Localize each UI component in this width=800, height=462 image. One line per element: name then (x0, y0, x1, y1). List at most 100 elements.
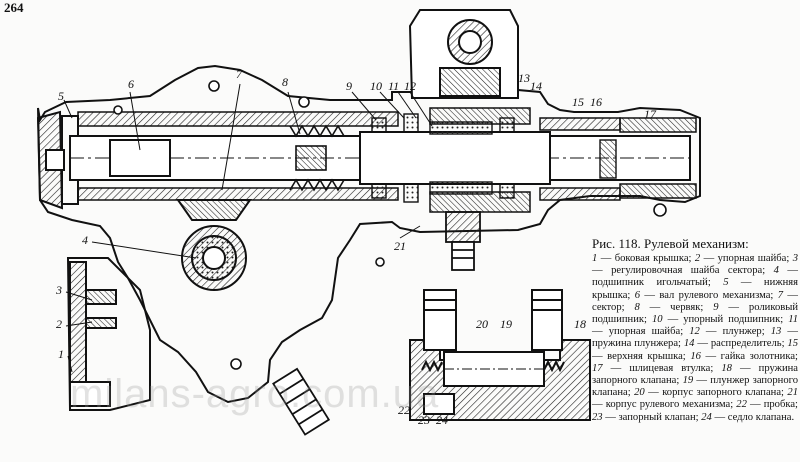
legend-number: 4 (773, 265, 779, 277)
legend-text: гайка золотника; (720, 350, 798, 362)
legend-number: 19 (682, 375, 694, 387)
callout-18: 18 (574, 317, 586, 331)
legend-number: 3 (792, 253, 799, 264)
main-shaft (69, 131, 691, 185)
legend-item: 17 — шлицевая втулка; (592, 362, 714, 374)
legend-item: 24 — седло клапана. (701, 411, 795, 423)
callout-4: 4 (82, 233, 88, 247)
legend-text: подшипник игольчатый; (592, 277, 711, 289)
legend-number: 7 (777, 289, 784, 301)
figure-caption: Рис. 118. Рулевой механизм: 1 — боковая … (592, 236, 798, 424)
legend-text: плунжер запорного клапана; (592, 375, 798, 399)
legend-item: 19 — плунжер запорного клапана; (592, 375, 798, 399)
callout-12: 12 (404, 79, 416, 93)
callout-17: 17 (644, 107, 656, 121)
legend-number: 22 (736, 399, 747, 411)
callout-19: 19 (500, 317, 512, 331)
legend-item: 15 — верхняя крышка; (592, 338, 798, 362)
legend-item: 13 — пружина плунжера; (592, 326, 799, 350)
legend-number: 2 (694, 253, 701, 264)
callout-5: 5 (58, 89, 64, 103)
callout-9: 9 (346, 79, 352, 93)
legend-text: распределитель; (710, 338, 785, 350)
legend-item: 23 — запорный клапан; (592, 411, 699, 423)
legend-item: 4 — подшипник игольчатый; (592, 265, 799, 289)
legend-item: 2 — упорная шайба; (694, 253, 790, 264)
bottom-cover (36, 110, 79, 210)
legend-number: 16 (690, 350, 701, 362)
callout-21: 21 (394, 239, 406, 253)
upper-wall (77, 111, 399, 127)
worm-thread (289, 124, 345, 192)
legend-text: шлицевая втулка; (629, 362, 714, 374)
legend-text: упорный подшипник; (683, 314, 784, 326)
legend-text: запорный клапан; (618, 411, 699, 423)
legend-number: 23 (592, 411, 603, 423)
legend-item: 11 — упорная шайба; (592, 314, 799, 338)
legend-text: сектор; (592, 301, 625, 313)
legend-item: 3 — регулировочная шайба сектора; (592, 253, 799, 277)
callout-15: 15 (572, 95, 584, 109)
legend-number: 13 (770, 326, 782, 338)
callout-10: 10 (370, 79, 382, 93)
legend-number: 24 (701, 411, 712, 423)
caption-title: Рис. 118. Рулевой механизм: (592, 236, 749, 251)
legend-text: нижняя крышка; (592, 277, 798, 301)
watermark: milans-agro.com.ua (70, 372, 440, 416)
side-cover (66, 257, 151, 411)
legend-number: 9 (713, 301, 719, 313)
legend-item: 9 — роликовый подшипник; (592, 301, 799, 326)
legend-number: 14 (683, 338, 695, 350)
legend-item: 18 — пружина запорного клапана; (592, 362, 798, 387)
legend-text: вал рулевого механизма; (659, 289, 774, 301)
page-number: 264 (4, 0, 24, 15)
callout-3: 3 (56, 283, 62, 297)
leader-lines (63, 83, 433, 373)
legend-text: корпус рулевого механизма; (605, 399, 734, 411)
callout-1: 1 (58, 347, 64, 361)
legend-number: 21 (787, 387, 798, 399)
legend-number: 12 (689, 326, 700, 338)
legend-item: 16 — гайка золотника; (690, 350, 798, 362)
callout-14: 14 (530, 79, 542, 93)
callout-7: 7 (236, 67, 242, 81)
legend-number: 17 (592, 362, 603, 374)
legend-item: 5 — нижняя крышка; (592, 277, 798, 301)
legend-item: 12 — плунжер; (689, 326, 765, 338)
callout-16: 16 (590, 95, 602, 109)
callout-20: 20 (476, 317, 488, 331)
legend-text: пробка; (763, 399, 799, 411)
legend-item: 22 — пробка; (736, 399, 799, 411)
legend-item: 21 — корпус рулевого механизма; (592, 387, 798, 411)
bottom-spigot (445, 211, 481, 271)
check-valve-section (409, 289, 591, 421)
callout-22: 22 (398, 403, 410, 417)
callout-13: 13 (518, 71, 530, 85)
sector-bearing (176, 199, 252, 291)
callout-8: 8 (282, 75, 288, 89)
legend-text: корпус запорного клапана; (662, 387, 784, 399)
valve-top (408, 9, 519, 99)
legend-text: упорная шайба; (608, 326, 684, 338)
legend-text: упорная шайба; (717, 253, 790, 264)
legend-number: 6 (634, 289, 641, 301)
lower-wall (77, 187, 399, 201)
legend-text: пружина запорного клапана; (592, 362, 798, 387)
legend-item: 20 — корпус запорного клапана; (634, 387, 784, 399)
legend-item: 14 — распределитель; (683, 338, 785, 350)
callout-6: 6 (128, 77, 134, 91)
legend-number: 20 (634, 387, 645, 399)
legend-number: 15 (787, 338, 798, 350)
callout-23: 23 (418, 413, 430, 427)
legend-item: 10 — упорный подшипник; (652, 314, 784, 326)
legend-number: 11 (788, 314, 799, 326)
caption-legend: 1 — боковая крышка; 2 — упорная шайба; 3… (592, 253, 798, 423)
legend-item: 8 — червяк; (634, 301, 704, 313)
callout-11: 11 (388, 79, 400, 93)
callout-24: 24 (436, 413, 448, 427)
legend-text: верхняя крышка; (607, 350, 686, 362)
legend-text: седло клапана. (727, 411, 795, 423)
legend-item: 6 — вал рулевого механизма; (634, 289, 774, 301)
